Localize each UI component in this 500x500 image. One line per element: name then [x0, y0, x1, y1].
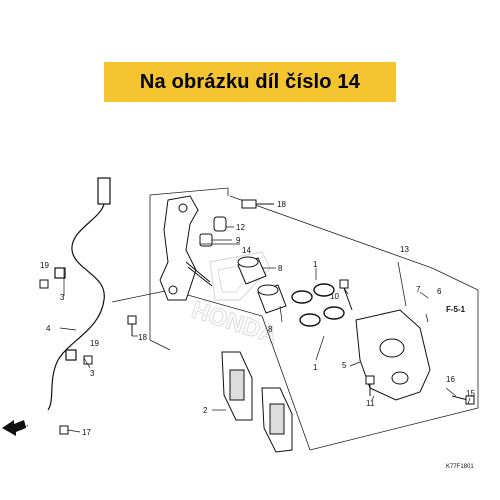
label-8-top: 8 — [278, 264, 283, 273]
bolts — [39, 199, 475, 435]
fr-label: FR. — [16, 421, 29, 432]
label-6: 6 — [437, 287, 442, 296]
label-4: 4 — [46, 324, 51, 333]
abs-sensor-wire — [47, 177, 111, 411]
label-7: 7 — [416, 285, 421, 294]
label-11: 11 — [366, 399, 375, 408]
caliper-body — [355, 309, 431, 401]
label-18-top: 18 — [277, 200, 286, 209]
label-9: 9 — [236, 236, 241, 245]
part-number-banner: Na obrázku díl číslo 14 — [104, 62, 396, 102]
caliper-bracket — [159, 195, 213, 301]
label-16: 16 — [446, 375, 455, 384]
label-14: 14 — [242, 246, 251, 255]
label-1-bottom: 1 — [313, 363, 318, 372]
drawing-code: K77F1801 — [446, 464, 474, 470]
label-19-bottom: 19 — [90, 339, 99, 348]
front-direction-arrow: FR. — [2, 420, 29, 436]
part-number-labels: 18 12 9 14 8 8 1 1 10 13 7 6 F-5-1 5 11 … — [40, 200, 475, 470]
leader-lines — [59, 203, 471, 433]
label-12: 12 — [236, 223, 245, 232]
brake-pads — [221, 351, 293, 453]
label-18-bottom: 18 — [138, 333, 147, 342]
pin-boots — [199, 216, 227, 247]
label-10: 10 — [330, 292, 339, 301]
label-17: 17 — [82, 428, 91, 437]
label-3-bottom: 3 — [90, 369, 95, 378]
pistons — [237, 256, 287, 314]
label-5: 5 — [342, 361, 347, 370]
label-2: 2 — [203, 406, 208, 415]
label-15: 15 — [466, 389, 475, 398]
label-19-top: 19 — [40, 261, 49, 270]
label-3-top: 3 — [60, 293, 65, 302]
piston-seals — [291, 283, 345, 327]
label-8-bottom: 8 — [268, 325, 273, 334]
ref-f-5-1: F-5-1 — [446, 305, 466, 314]
label-13: 13 — [400, 245, 409, 254]
label-1-top: 1 — [313, 260, 318, 269]
